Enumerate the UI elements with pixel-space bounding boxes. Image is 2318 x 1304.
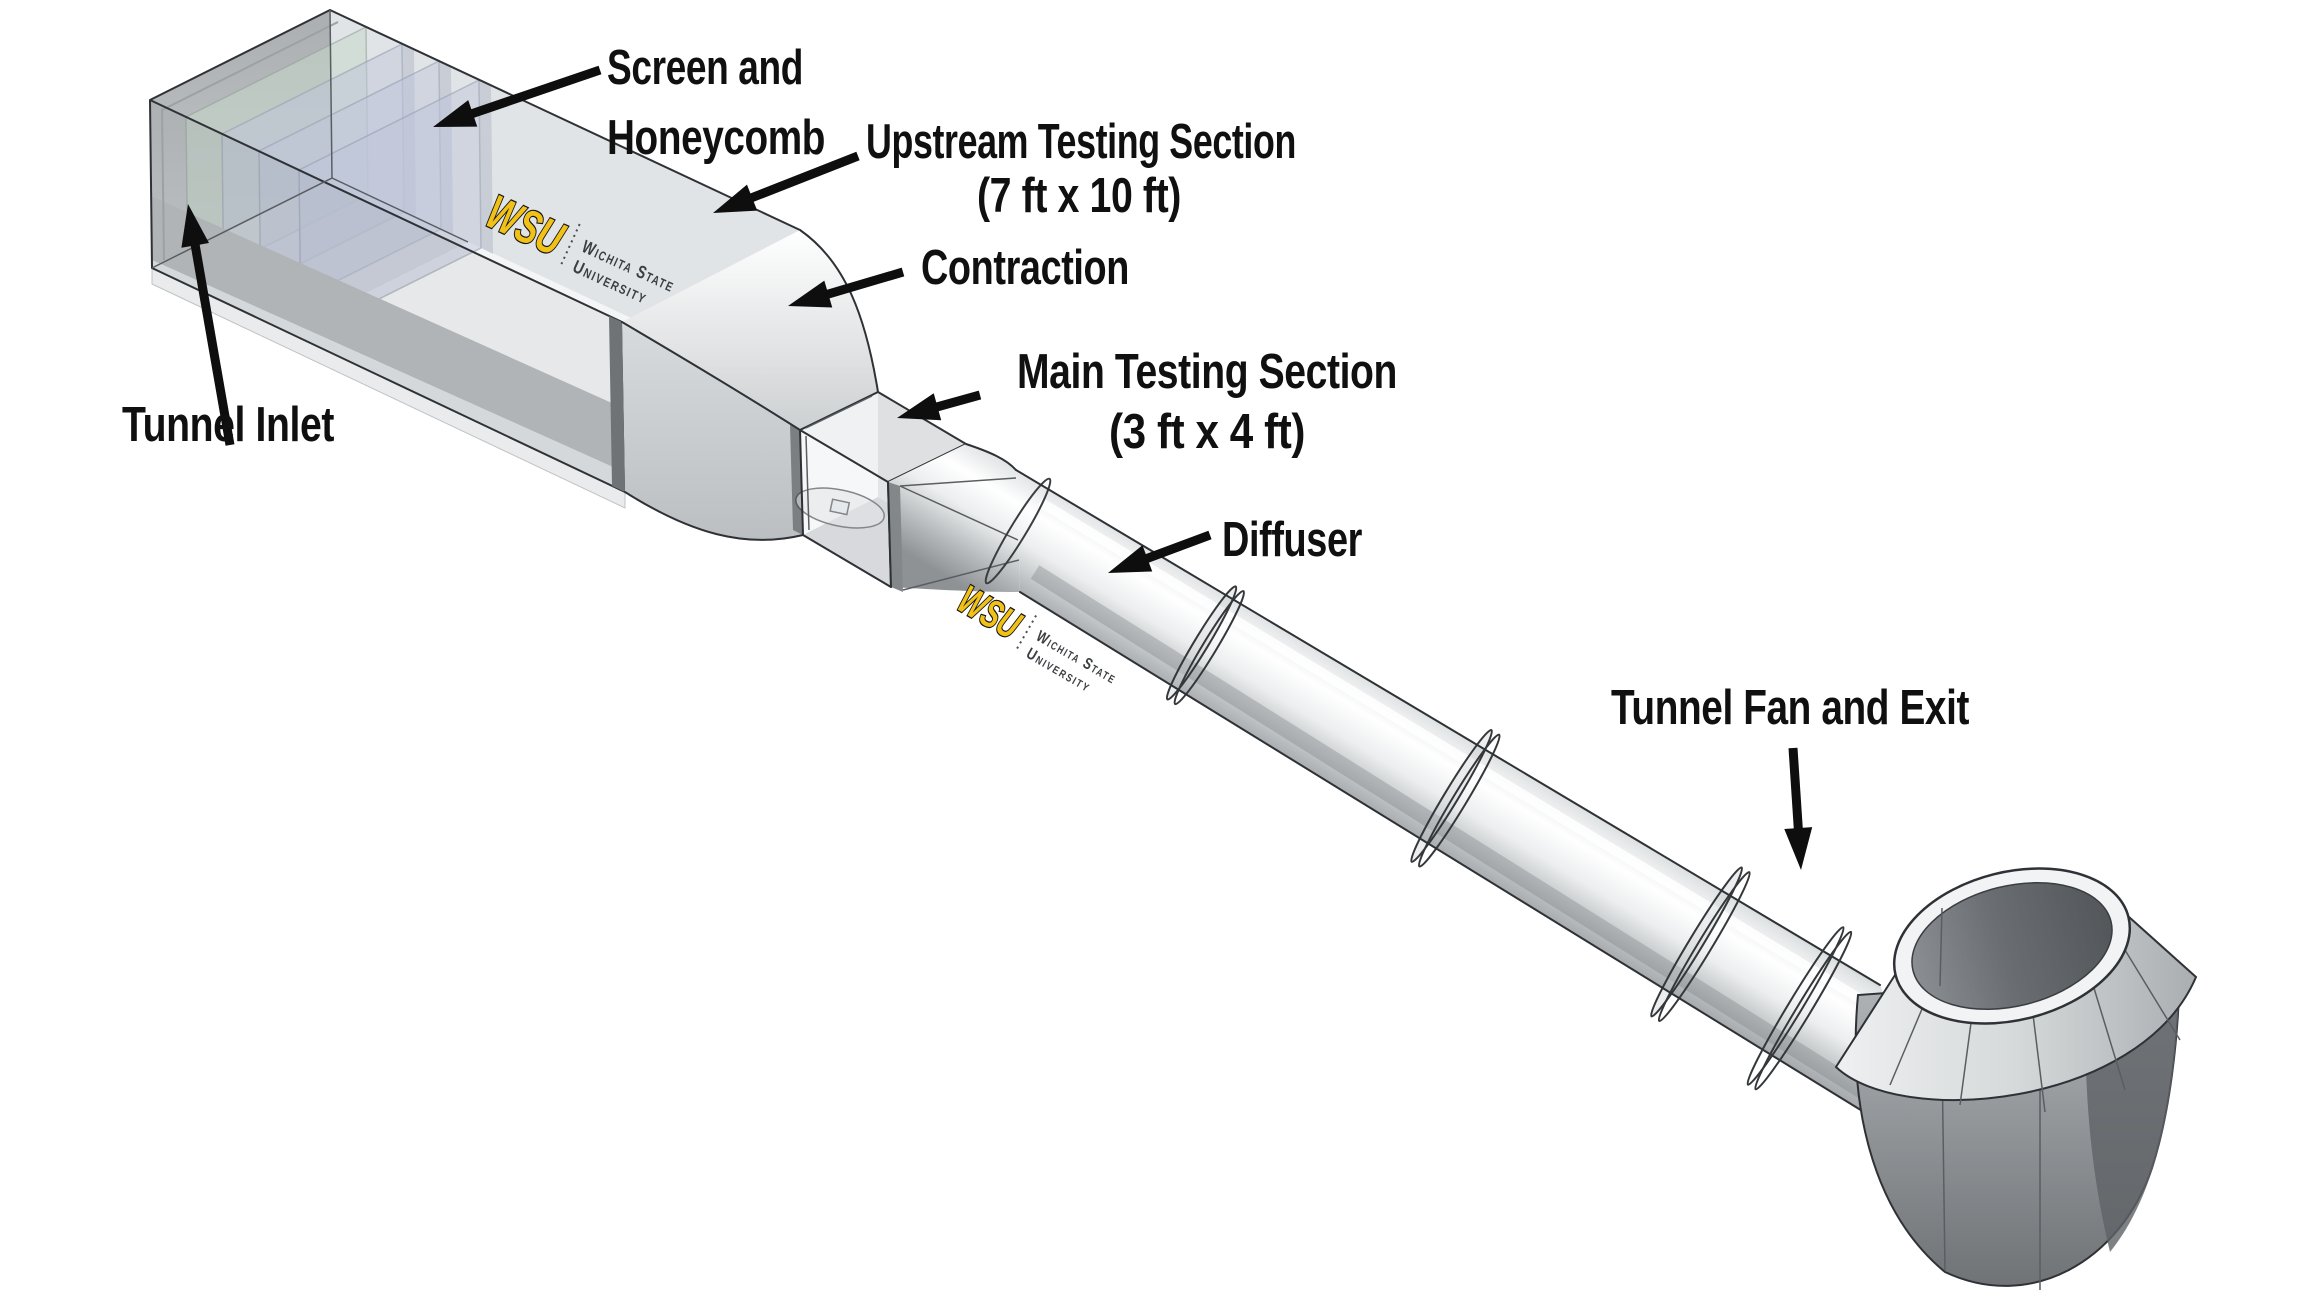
inlet-lip-inner-edge xyxy=(160,21,339,261)
contraction-side-surface xyxy=(622,322,803,540)
label-contraction: Contraction xyxy=(921,241,1130,295)
contraction-top-surface xyxy=(622,230,878,430)
label-line: Contraction xyxy=(921,241,1129,295)
flange-ring xyxy=(1165,585,1245,706)
upstream-testing-arrow xyxy=(713,151,860,213)
logo-divider xyxy=(1015,615,1037,651)
label-line: (7 ft x 10 ft) xyxy=(977,169,1181,223)
flange-ring xyxy=(1650,866,1751,1023)
contraction-section xyxy=(609,229,879,541)
inlet-box-top-face xyxy=(150,10,800,322)
exit-cone-facets xyxy=(1889,949,2181,1113)
tunnel-inlet-arrow xyxy=(181,204,235,446)
main-testing-arrow xyxy=(897,390,982,421)
contraction-arrow xyxy=(788,267,905,308)
diffuser-specular-highlight xyxy=(1037,497,1873,1010)
exit-opening-interior xyxy=(1911,882,2113,1010)
flange-ring xyxy=(1410,728,1501,868)
label-line: Tunnel Inlet xyxy=(122,398,334,452)
diffuser-body xyxy=(1016,470,1958,1170)
label-line: Main Testing Section xyxy=(1017,345,1397,399)
flange-ring xyxy=(1746,926,1853,1091)
label-line: Tunnel Fan and Exit xyxy=(1611,681,1969,735)
label-line: Honeycomb xyxy=(607,111,825,165)
label-upstream-testing: Upstream Testing Section (7 ft x 10 ft) xyxy=(866,115,1297,223)
label-line: Diffuser xyxy=(1222,513,1362,567)
test-section-side-glass xyxy=(800,430,891,587)
label-line: Screen and xyxy=(607,41,803,95)
inlet-box-side-face xyxy=(150,100,625,492)
test-section-top-glass xyxy=(800,392,966,482)
label-screen-honeycomb: Screen and Honeycomb xyxy=(607,41,826,165)
label-diffuser: Diffuser xyxy=(1222,513,1363,567)
logo-divider xyxy=(558,223,581,269)
flange-ring xyxy=(984,477,1052,585)
fan-exit xyxy=(1746,867,2198,1290)
label-main-testing: Main Testing Section (3 ft x 4 ft) xyxy=(1017,345,1398,459)
label-line: (3 ft x 4 ft) xyxy=(1109,405,1305,459)
label-tunnel-inlet: Tunnel Inlet xyxy=(122,398,335,452)
test-section-inner-frame xyxy=(805,395,873,531)
transition-body xyxy=(888,444,1020,592)
fan-exit-arrow xyxy=(1784,747,1813,870)
diffuser-lower-shade xyxy=(1030,565,1910,1125)
transition-outline xyxy=(887,443,1017,588)
inlet-box: WSU Wichita State University xyxy=(149,9,802,509)
diffuser-arrow xyxy=(1108,530,1212,573)
transition-facets xyxy=(899,477,1020,591)
contraction-outline xyxy=(621,229,879,541)
diffuser-tube: WSU Wichita State University xyxy=(949,469,1959,1171)
transition-dark-band xyxy=(888,482,903,592)
exit-interior-seam xyxy=(1939,907,1943,987)
label-tunnel-fan-exit: Tunnel Fan and Exit xyxy=(1611,681,1970,735)
contraction-junction-band xyxy=(609,316,625,492)
screen-honeycomb-arrow xyxy=(433,65,602,127)
square-to-round-transition xyxy=(887,443,1020,592)
turntable xyxy=(795,487,885,529)
inlet-box-interior-edges xyxy=(151,9,469,269)
label-line: Upstream Testing Section xyxy=(866,115,1296,169)
